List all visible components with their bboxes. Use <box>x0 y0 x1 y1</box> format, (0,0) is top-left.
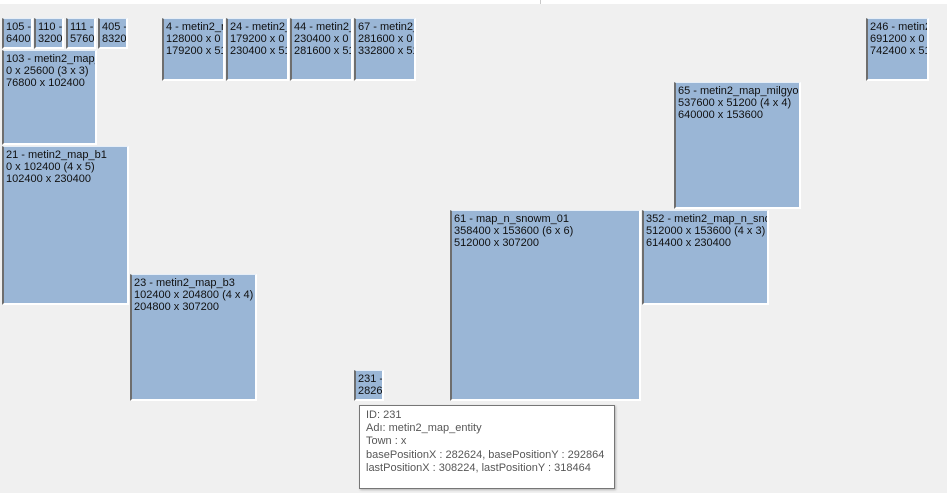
map-tile-line: 3200 <box>38 33 63 45</box>
map-tile-line: 67 - metin2_ <box>358 21 416 33</box>
map-tile-line: 537600 x 51200 (4 x 4) <box>678 97 792 109</box>
map-tile-line: 65 - metin2_map_milgyo <box>678 85 799 97</box>
map-tile-111[interactable]: 111 - 5760 <box>66 18 96 49</box>
map-tile-352[interactable]: 352 - metin2_map_n_snow 512000 x 153600 … <box>642 210 769 305</box>
map-tile-110[interactable]: 110 - 3200 <box>34 18 64 49</box>
map-tile-line: 742400 x 51 <box>870 45 929 57</box>
map-tile-line: 0 x 102400 (4 x 5) <box>6 161 95 173</box>
map-tile-line: 179200 x 0 <box>230 33 285 45</box>
map-tile-24[interactable]: 24 - metin2_ 179200 x 0 230400 x 51 <box>226 18 289 81</box>
map-tile-line: 640000 x 153600 <box>678 109 764 121</box>
map-tile-231[interactable]: 231 - 2826 <box>354 370 384 401</box>
top-edge <box>0 0 947 4</box>
map-tile-line: 358400 x 153600 (6 x 6) <box>454 225 574 237</box>
map-tile-246[interactable]: 246 - metin2 691200 x 0 742400 x 51 <box>866 18 929 81</box>
map-tile-23[interactable]: 23 - metin2_map_b3 102400 x 204800 (4 x … <box>130 274 257 401</box>
map-tile-65[interactable]: 65 - metin2_map_milgyo 537600 x 51200 (4… <box>674 82 801 209</box>
map-info-tooltip: ID: 231 Adı: metin2_map_entity Town : x … <box>359 405 615 489</box>
map-tile-line: 0 x 25600 (3 x 3) <box>6 65 89 77</box>
map-tile-line: 102400 x 204800 (4 x 4) <box>134 289 254 301</box>
map-tile-line: 110 - <box>38 21 63 33</box>
map-tile-line: 230400 x 51 <box>230 45 289 57</box>
map-tile-4[interactable]: 4 - metin2_m 128000 x 0 179200 x 51 <box>162 18 225 81</box>
map-tile-line: 614400 x 230400 <box>646 237 732 249</box>
map-tile-67[interactable]: 67 - metin2_ 281600 x 0 332800 x 51 <box>354 18 416 81</box>
map-tile-44[interactable]: 44 - metin2_ 230400 x 0 281600 x 51 <box>290 18 353 81</box>
map-tile-line: 8320 <box>102 33 127 45</box>
map-tile-105[interactable]: 105 - 6400 <box>2 18 33 49</box>
tooltip-base-position: basePositionX : 282624, basePositionY : … <box>366 448 605 461</box>
map-tile-line: 231 - <box>358 373 384 385</box>
map-tile-line: 105 - <box>6 21 32 33</box>
map-tile-line: 512000 x 307200 <box>454 237 540 249</box>
map-tile-line: 204800 x 307200 <box>134 301 220 313</box>
map-tile-line: 2826 <box>358 385 383 397</box>
map-tile-line: 405 - <box>102 21 128 33</box>
tooltip-name: Adı: metin2_map_entity <box>366 422 482 435</box>
map-tile-line: 44 - metin2_ <box>294 21 353 33</box>
map-tile-line: 230400 x 0 <box>294 33 349 45</box>
map-tile-line: 512000 x 153600 (4 x 3) <box>646 225 766 237</box>
tooltip-last-position: lastPositionX : 308224, lastPositionY : … <box>366 461 591 474</box>
map-tile-line: 246 - metin2 <box>870 21 929 33</box>
map-tile-103[interactable]: 103 - metin2_map_ 0 x 25600 (3 x 3) 7680… <box>2 50 97 145</box>
map-tile-line: 128000 x 0 <box>166 33 221 45</box>
map-tile-line: 5760 <box>70 33 95 45</box>
map-tile-21[interactable]: 21 - metin2_map_b1 0 x 102400 (4 x 5) 10… <box>2 146 129 305</box>
map-tile-line: 103 - metin2_map_ <box>6 53 97 65</box>
tooltip-id: ID: 231 <box>366 409 402 421</box>
top-edge-tick <box>540 0 541 4</box>
map-tile-line: 23 - metin2_map_b3 <box>134 277 235 289</box>
map-tile-line: 24 - metin2_ <box>230 21 289 33</box>
map-tile-line: 76800 x 102400 <box>6 77 85 89</box>
map-tile-line: 6400 <box>6 33 31 45</box>
tooltip-town: Town : x <box>366 435 407 448</box>
map-tile-line: 111 - <box>70 21 94 33</box>
map-tile-line: 21 - metin2_map_b1 <box>6 149 107 161</box>
map-tile-line: 281600 x 51 <box>294 45 353 57</box>
map-tile-line: 4 - metin2_m <box>166 21 225 33</box>
map-tile-line: 352 - metin2_map_n_snow <box>646 213 769 225</box>
map-tile-line: 102400 x 230400 <box>6 173 92 185</box>
map-tile-line: 332800 x 51 <box>358 45 416 57</box>
map-tile-61[interactable]: 61 - map_n_snowm_01 358400 x 153600 (6 x… <box>450 210 641 401</box>
map-tile-line: 61 - map_n_snowm_01 <box>454 213 569 225</box>
map-tile-line: 281600 x 0 <box>358 33 413 45</box>
map-tile-405[interactable]: 405 - 8320 <box>98 18 128 49</box>
map-tile-line: 691200 x 0 <box>870 33 925 45</box>
map-tile-line: 179200 x 51 <box>166 45 225 57</box>
